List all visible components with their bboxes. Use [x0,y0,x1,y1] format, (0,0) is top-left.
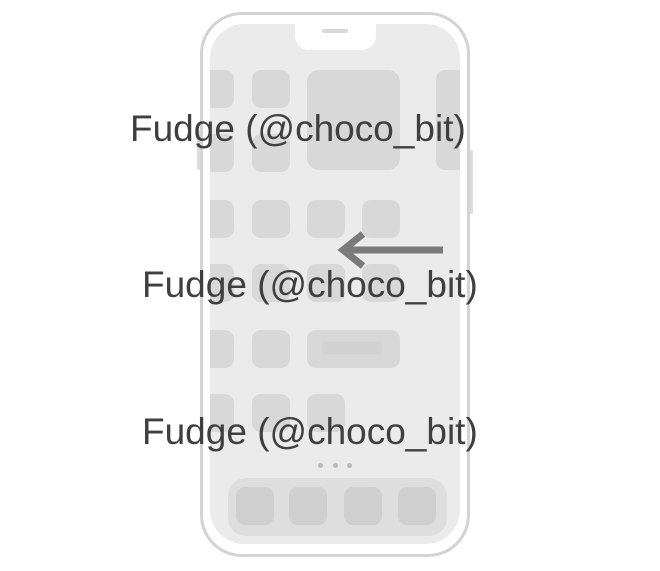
dock-app-icon[interactable] [236,487,274,525]
dock-app-icon[interactable] [289,487,327,525]
app-icon-placeholder[interactable] [252,394,290,432]
app-icon-placeholder[interactable] [307,264,345,302]
widget-label-placeholder [322,342,382,354]
app-icon-placeholder[interactable] [210,330,234,368]
app-icon-placeholder[interactable] [210,200,234,238]
app-icon-placeholder[interactable] [252,264,290,302]
app-icon-placeholder[interactable] [252,330,290,368]
page-dot [347,462,352,468]
widget-placeholder[interactable] [307,70,400,170]
page-indicator [318,461,352,469]
notch-speaker [322,29,348,33]
dock-app-icon[interactable] [398,487,436,525]
app-icon-placeholder[interactable] [307,394,345,432]
phone-notch [295,22,376,50]
app-icon-placeholder[interactable] [210,394,234,432]
side-button-left [197,130,200,170]
app-icon-placeholder[interactable] [252,200,290,238]
app-icon-placeholder[interactable] [436,70,460,170]
page-dot [332,462,338,468]
app-icon-placeholder[interactable] [362,264,400,302]
app-icon-placeholder[interactable] [210,134,234,172]
app-icon-placeholder[interactable] [362,200,400,238]
watermark-text: Fudge (@choco_bit) [142,264,478,305]
app-icon-placeholder[interactable] [252,70,290,108]
app-icon-placeholder[interactable] [210,70,234,108]
watermark-text: Fudge (@choco_bit) [130,108,466,149]
page-dot [318,462,323,468]
app-icon-placeholder[interactable] [307,200,345,238]
watermark-text: Fudge (@choco_bit) [142,411,478,452]
app-icon-placeholder[interactable] [210,264,234,302]
side-button-right [470,150,473,214]
dock-app-icon[interactable] [344,487,382,525]
arrow-left-icon [337,231,443,269]
app-icon-placeholder[interactable] [252,134,290,172]
